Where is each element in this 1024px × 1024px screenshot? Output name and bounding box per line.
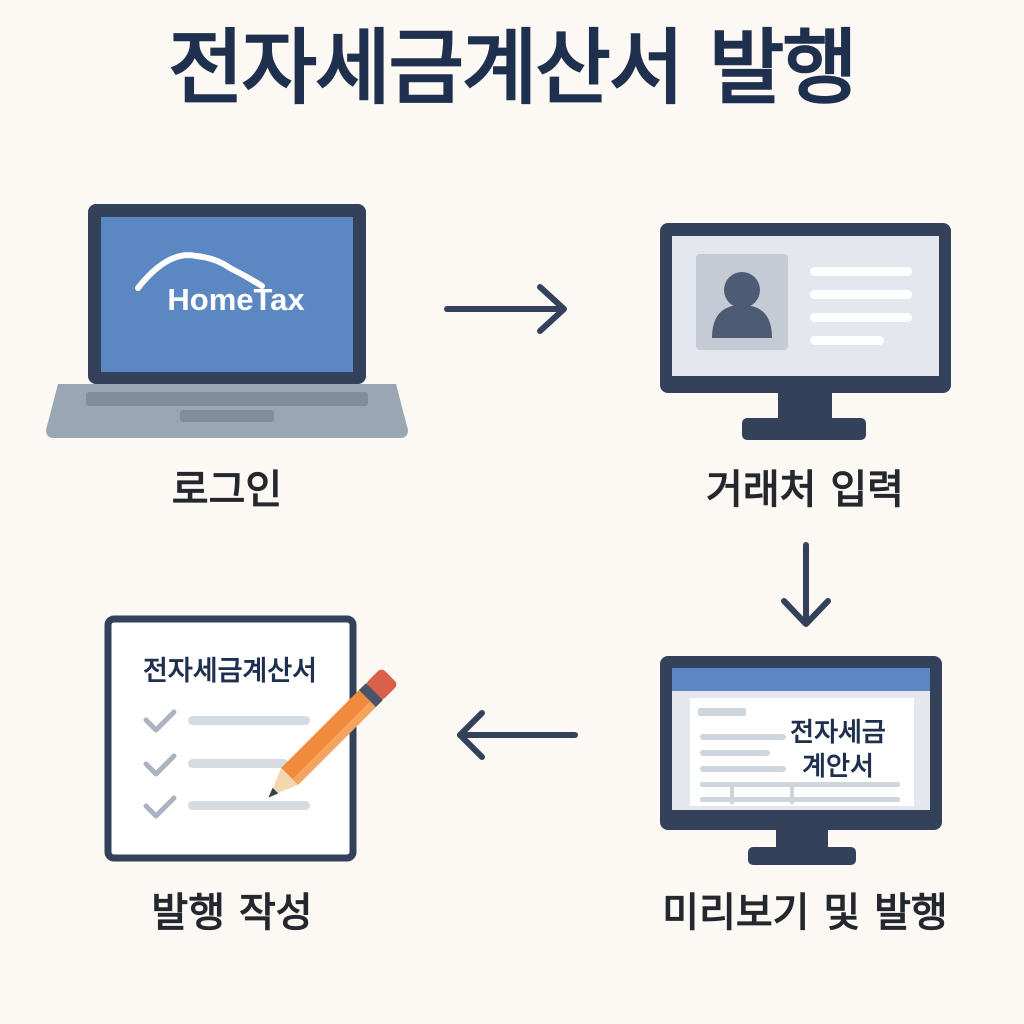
window-titlebar [672,668,930,691]
monitor-icon [660,223,951,440]
person-icon [712,272,772,338]
check-icon [143,709,177,733]
page-title: 전자세금계산서 발행 [168,21,858,116]
document-title: 전자세금계산서 [143,656,317,687]
preview-doc-line-2: 계안서 [802,752,874,782]
pencil-icon [268,669,397,798]
hometax-logo-arc [135,252,265,291]
document-icon: 전자세금계산서 [104,615,357,862]
check-icon [143,795,177,819]
laptop-screen [101,217,353,372]
step-label-login: 로그인 [171,467,283,513]
step-label-write: 발행 작성 [151,890,313,936]
info-lines [810,267,912,345]
preview-doc-line-1: 전자세금 [790,718,886,748]
laptop-icon: HomeTax [46,204,408,438]
arrow-down-icon [781,542,831,627]
preview-monitor-icon: 전자세금 계안서 [660,656,942,865]
step-label-partner: 거래처 입력 [706,467,904,513]
arrow-right-icon [444,284,567,334]
arrow-left-icon [457,710,578,760]
hometax-logo-text: HomeTax [167,282,305,317]
step-label-preview: 미리보기 및 발행 [662,890,948,936]
check-icon [143,753,177,777]
